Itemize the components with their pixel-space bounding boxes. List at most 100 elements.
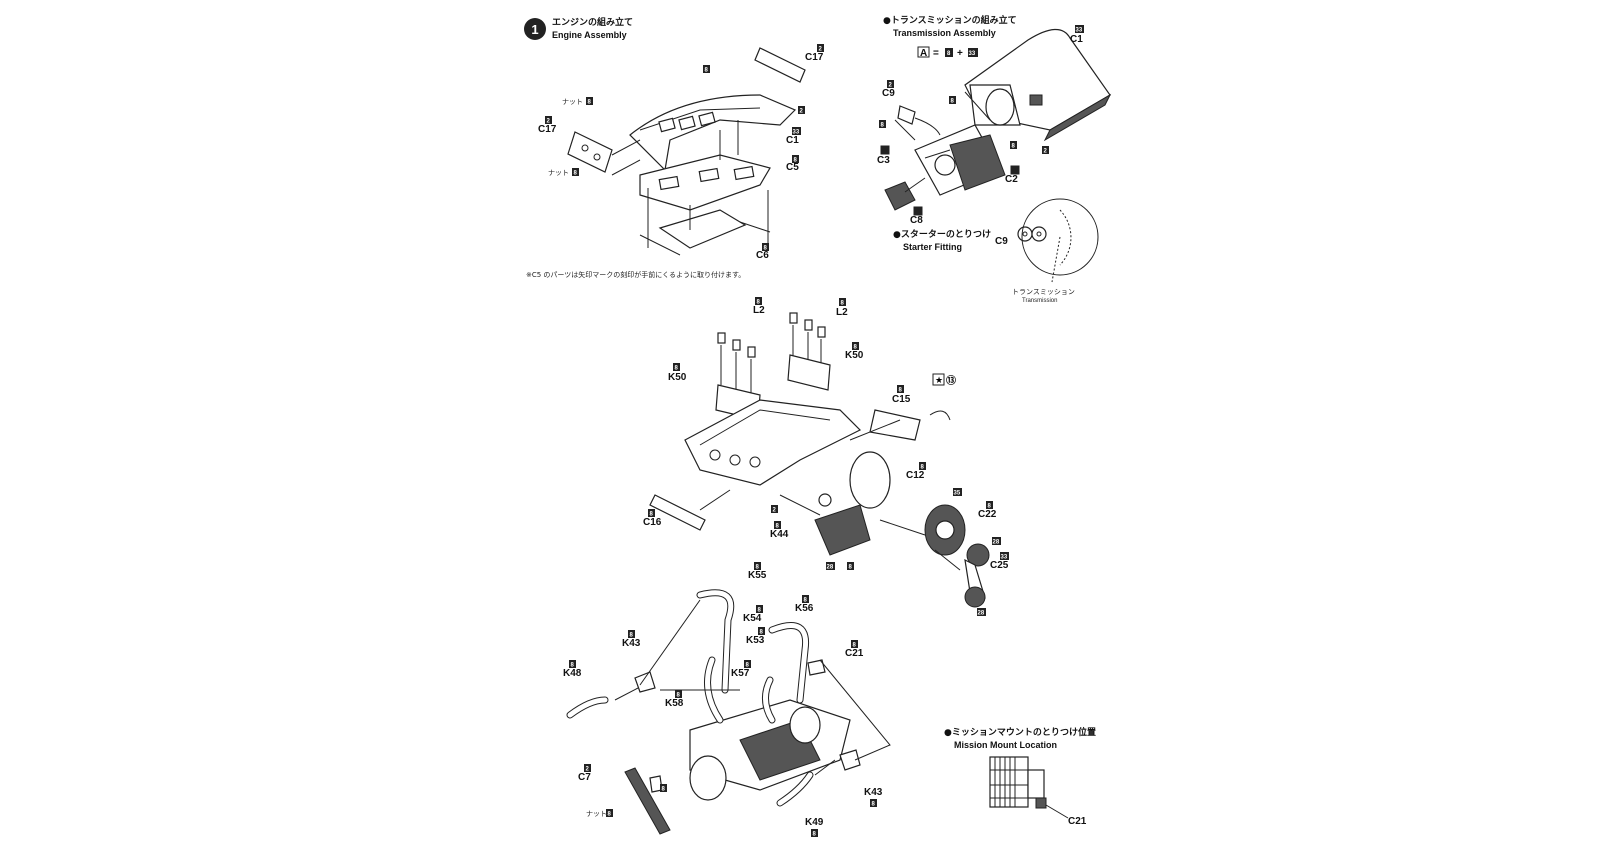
label-c22: C22 <box>978 509 997 520</box>
label-nut-top: ナット <box>562 98 583 106</box>
label-k50-left: K50 <box>668 372 687 383</box>
step-title-jp: エンジンの組み立て <box>552 16 633 28</box>
svg-text:2: 2 <box>773 508 777 514</box>
svg-text:8: 8 <box>675 366 679 372</box>
label-l2-left: L2 <box>753 305 765 316</box>
svg-text:8: 8 <box>764 246 768 252</box>
step-number: 1 <box>531 22 538 37</box>
label-c17-left: C17 <box>538 124 557 135</box>
svg-text:8: 8 <box>794 158 798 164</box>
svg-text:8: 8 <box>951 99 955 105</box>
svg-text:2: 2 <box>800 109 804 115</box>
star-box <box>932 373 945 386</box>
label-k44: K44 <box>770 529 789 540</box>
svg-text:2: 2 <box>586 767 590 773</box>
mission-mount-title-jp: ●ミッションマウントのとりつけ位置 <box>944 726 1096 738</box>
svg-text:8: 8 <box>849 565 853 571</box>
label-c8: C8 <box>910 215 923 226</box>
label-star-13: ⑬ <box>946 374 956 387</box>
label-c1-transmission: C1 <box>1070 34 1083 45</box>
transmission-title-en: Transmission Assembly <box>893 28 996 38</box>
label-l2-right: L2 <box>836 307 848 318</box>
svg-text:8: 8 <box>677 693 681 699</box>
svg-text:8: 8 <box>1012 144 1016 150</box>
svg-text:8: 8 <box>841 301 845 307</box>
label-c25: C25 <box>990 560 1009 571</box>
label-c12: C12 <box>906 470 925 481</box>
label-k43-bottom: K43 <box>864 787 883 798</box>
label-nut-bottom: ナット <box>548 169 569 177</box>
svg-text:8: 8 <box>757 300 761 306</box>
label-k58: K58 <box>665 698 684 709</box>
label-c9-starter: C9 <box>995 236 1008 247</box>
label-k43-top: K43 <box>622 638 641 649</box>
formula-plus: + <box>957 48 963 59</box>
transmission-drawing <box>884 28 1112 211</box>
label-c6: C6 <box>756 250 769 261</box>
svg-text:8: 8 <box>899 388 903 394</box>
label-c16: C16 <box>643 517 662 528</box>
svg-text:8: 8 <box>574 171 578 177</box>
svg-text:28: 28 <box>978 611 985 617</box>
label-k50-right: K50 <box>845 350 864 361</box>
label-nut-c7: ナット <box>586 810 607 818</box>
svg-text:8: 8 <box>988 504 992 510</box>
label-c15: C15 <box>892 394 911 405</box>
svg-text:8: 8 <box>813 832 817 838</box>
label-k57: K57 <box>731 668 750 679</box>
label-k55: K55 <box>748 570 767 581</box>
svg-text:28: 28 <box>827 565 834 571</box>
starter-ref-jp: トランスミッション <box>1012 288 1075 296</box>
svg-text:8: 8 <box>662 787 666 793</box>
svg-text:8: 8 <box>804 598 808 604</box>
label-c7: C7 <box>578 772 591 783</box>
svg-text:8: 8 <box>588 100 592 106</box>
label-k49: K49 <box>805 817 824 828</box>
svg-text:8: 8 <box>608 812 612 818</box>
svg-text:35: 35 <box>954 491 961 497</box>
svg-text:2: 2 <box>889 83 893 89</box>
step-number-badge <box>524 18 546 40</box>
formula-eq: = <box>933 48 939 59</box>
mission-mount-drawing <box>989 756 1069 819</box>
engine-assembly-drawing <box>567 47 806 256</box>
svg-text:28: 28 <box>993 540 1000 546</box>
mission-mount-title-en: Mission Mount Location <box>954 740 1057 750</box>
label-c17-right: C17 <box>805 52 824 63</box>
label-k53: K53 <box>746 635 765 646</box>
starter-title-en: Starter Fitting <box>903 242 962 252</box>
starter-ref-en: Transmission <box>1022 298 1057 304</box>
step-note: ※C5 のパーツは矢印マークの刻印が手前にくるように取り付けます。 <box>526 270 745 279</box>
engine-block-drawing <box>649 312 990 608</box>
formula-c: 33 <box>969 51 976 57</box>
svg-text:A: A <box>916 208 921 216</box>
svg-text:8: 8 <box>758 608 762 614</box>
svg-text:A: A <box>883 147 888 155</box>
starter-title-jp: ●スターターのとりつけ <box>893 228 991 240</box>
svg-text:A: A <box>1013 167 1018 175</box>
starter-fitting-drawing <box>1017 198 1099 283</box>
label-c9-transmission: C9 <box>882 88 895 99</box>
label-k56: K56 <box>795 603 814 614</box>
svg-text:8: 8 <box>881 123 885 129</box>
label-c5: C5 <box>786 162 799 173</box>
svg-text:8: 8 <box>746 663 750 669</box>
svg-text:8: 8 <box>760 630 764 636</box>
label-c2: C2 <box>1005 174 1018 185</box>
svg-text:8: 8 <box>776 524 780 530</box>
svg-text:33: 33 <box>1001 555 1008 561</box>
svg-text:2: 2 <box>547 119 551 125</box>
label-c21-hose: C21 <box>845 648 864 659</box>
label-c3: C3 <box>877 155 890 166</box>
star-icon: ★ <box>935 376 943 386</box>
step-title-en: Engine Assembly <box>552 30 627 40</box>
svg-text:8: 8 <box>921 465 925 471</box>
svg-text:8: 8 <box>705 68 709 74</box>
svg-text:8: 8 <box>756 565 760 571</box>
transmission-title-jp: ●トランスミッションの組み立て <box>883 14 1017 26</box>
label-c21-mount: C21 <box>1068 816 1087 827</box>
svg-text:2: 2 <box>819 47 823 53</box>
svg-text:8: 8 <box>854 345 858 351</box>
svg-text:2: 2 <box>1044 149 1048 155</box>
formula-a-box <box>917 46 930 58</box>
